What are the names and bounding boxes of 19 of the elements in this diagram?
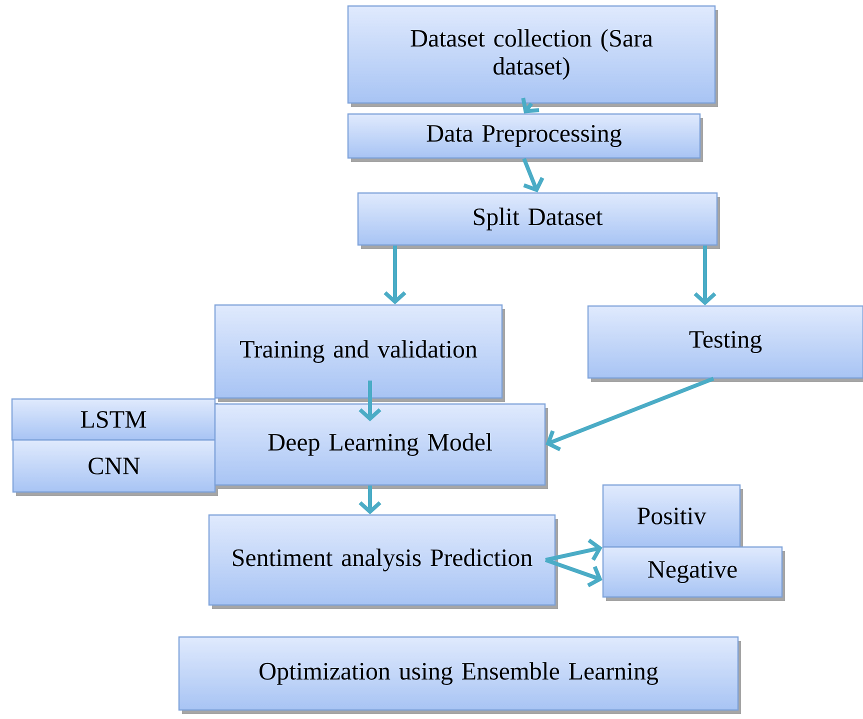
arrow [522,158,544,192]
process-box: Sentiment analysis Prediction [208,514,558,609]
process-box: Positiv [602,484,743,551]
process-box: Testing [587,305,863,382]
arrow [358,486,382,514]
arrow [545,538,602,562]
process-box: Training and validation [214,304,505,402]
process-box: Negative [602,546,785,601]
arrow [384,246,406,304]
arrow [694,246,716,306]
arrow [546,376,714,452]
process-box: Optimization using Ensemble Learning [178,636,741,714]
process-box: CNN [12,439,218,496]
arrow [358,380,382,422]
process-box: Data Preprocessing [347,113,703,162]
process-box: Deep Learning Model [214,403,548,489]
process-box: Dataset collection (Sara dataset) [347,5,718,107]
process-box: Split Dataset [357,192,720,249]
arrow [544,558,602,588]
